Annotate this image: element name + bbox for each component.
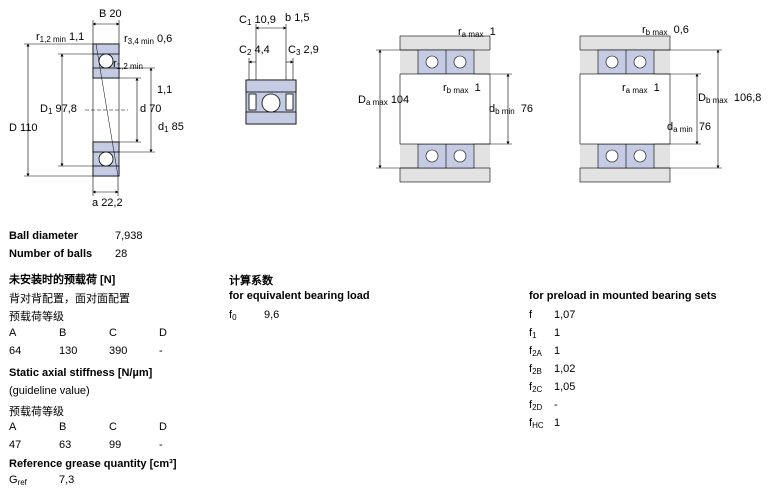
dim-b: b 1,5: [285, 12, 310, 24]
mounting-drawing-b: [579, 35, 671, 183]
dim-r34-min: r3,4 min 0,6: [124, 33, 173, 46]
mounting-a-dim-lines: [376, 49, 512, 169]
stiff-col-A: A: [9, 421, 17, 433]
dim-C1: C1 10,9: [239, 14, 276, 27]
dim-d1: d1 85: [158, 121, 184, 134]
preload-factor-row: fHC 1: [529, 417, 560, 430]
factor-value: -: [554, 399, 558, 411]
factor-subscript: 2A: [532, 349, 542, 358]
dim-r12-min: r1,2 min 1,1: [36, 31, 85, 44]
dim-ra-max: ra max 1: [458, 26, 496, 39]
dim-d: d 70: [140, 103, 162, 115]
factor-label: f: [529, 363, 533, 375]
factor-subscript: 2C: [532, 385, 543, 394]
factor-value: 1,02: [554, 363, 576, 375]
factor-subscript: HC: [532, 421, 544, 430]
stiff-col-D: D: [159, 421, 167, 433]
grease-heading: Reference grease quantity [cm³]: [9, 458, 177, 470]
dim-r12-val-inner: 1,1: [157, 84, 173, 96]
factor-value: 1: [554, 417, 561, 429]
f0-label: f0: [229, 309, 237, 322]
factor-label: f: [529, 327, 533, 339]
stiff-col-B: B: [59, 421, 67, 433]
ball-diameter-value: 7,938: [115, 230, 143, 242]
factor-label: f: [529, 417, 533, 429]
factor-subscript: 2B: [532, 367, 542, 376]
dim-da-min: da min 76: [667, 121, 712, 134]
seal-dim-lines: [248, 24, 294, 80]
dim-ra-max-2: ra max 1: [622, 82, 660, 95]
factor-value: 1,07: [554, 309, 576, 321]
stiffness-heading: Static axial stiffness [N/µm]: [9, 367, 153, 379]
preload-factor-row: f 1,07: [529, 309, 575, 322]
factor-label: f: [529, 309, 533, 321]
preload-factor-row: f2B 1,02: [529, 363, 575, 376]
factor-value: 1: [554, 345, 561, 357]
load-val-D: -: [159, 345, 163, 357]
preload-factor-row: f2C 1,05: [529, 381, 575, 394]
dim-a: a 22,2: [92, 197, 123, 209]
load-val-A: 64: [9, 345, 22, 357]
factor-value: 1,05: [554, 381, 576, 393]
main-dim-lines: [24, 20, 155, 196]
stiffness-class-label: 预载荷等级: [9, 406, 64, 418]
stiff-val-C: 99: [109, 439, 122, 451]
stiff-val-A: 47: [9, 439, 22, 451]
load-heading: 未安装时的预载荷 [N]: [9, 274, 116, 286]
load-val-B: 130: [59, 345, 78, 357]
stiff-val-B: 63: [59, 439, 72, 451]
dim-rb-max-2: rb max 0,6: [642, 24, 689, 37]
dim-B: B 20: [99, 8, 122, 20]
dim-rb-max: rb max 1: [443, 82, 481, 95]
equiv-load-heading: for equivalent bearing load: [229, 290, 370, 302]
num-balls-value: 28: [115, 248, 128, 260]
main-section-drawing: [85, 43, 128, 177]
load-col-C: C: [109, 327, 117, 339]
stiff-val-D: -: [159, 439, 163, 451]
gref-value: 7,3: [59, 474, 75, 486]
factor-label: f: [529, 399, 533, 411]
factor-value: 1: [554, 327, 561, 339]
preload-heading: for preload in mounted bearing sets: [529, 290, 717, 302]
load-col-D: D: [159, 327, 167, 339]
dim-Da-max: Da max 104: [358, 94, 410, 107]
factor-subscript: 1: [532, 331, 537, 340]
dim-C3: C3 2,9: [288, 44, 319, 57]
preload-factor-row: f2D -: [529, 399, 558, 412]
dim-D1: D1 97,8: [40, 103, 77, 116]
dim-r12-min-inner: r1,2 min: [113, 58, 143, 71]
dim-D: D 110: [9, 122, 38, 134]
mounting-b-dim-lines: [654, 49, 722, 169]
dim-db-min: db min 76: [489, 103, 534, 116]
calc-heading: 计算系数: [229, 275, 273, 287]
ball-diameter-label: Ball diameter: [9, 230, 79, 242]
load-col-B: B: [59, 327, 67, 339]
load-subheading: 背对背配置，面对面配置: [9, 293, 130, 305]
factor-label: f: [529, 381, 533, 393]
factor-subscript: 2D: [532, 403, 543, 412]
dim-C2: C2 4,4: [239, 44, 270, 57]
preload-factor-row: f2A 1: [529, 345, 560, 358]
f0-value: 9,6: [264, 309, 280, 321]
gref-label: Gref: [9, 474, 27, 487]
num-balls-label: Number of balls: [9, 248, 93, 260]
dim-Db-max: Db max 106,8: [698, 92, 762, 105]
load-class-label: 预载荷等级: [9, 311, 64, 323]
stiffness-subheading: (guideline value): [9, 385, 90, 397]
mounting-drawing-a: [399, 35, 491, 183]
load-col-A: A: [9, 327, 17, 339]
load-val-C: 390: [109, 345, 128, 357]
stiff-col-C: C: [109, 421, 117, 433]
bearing-drawings: [24, 20, 722, 196]
factor-label: f: [529, 345, 533, 357]
seal-detail-drawing: [245, 79, 297, 125]
